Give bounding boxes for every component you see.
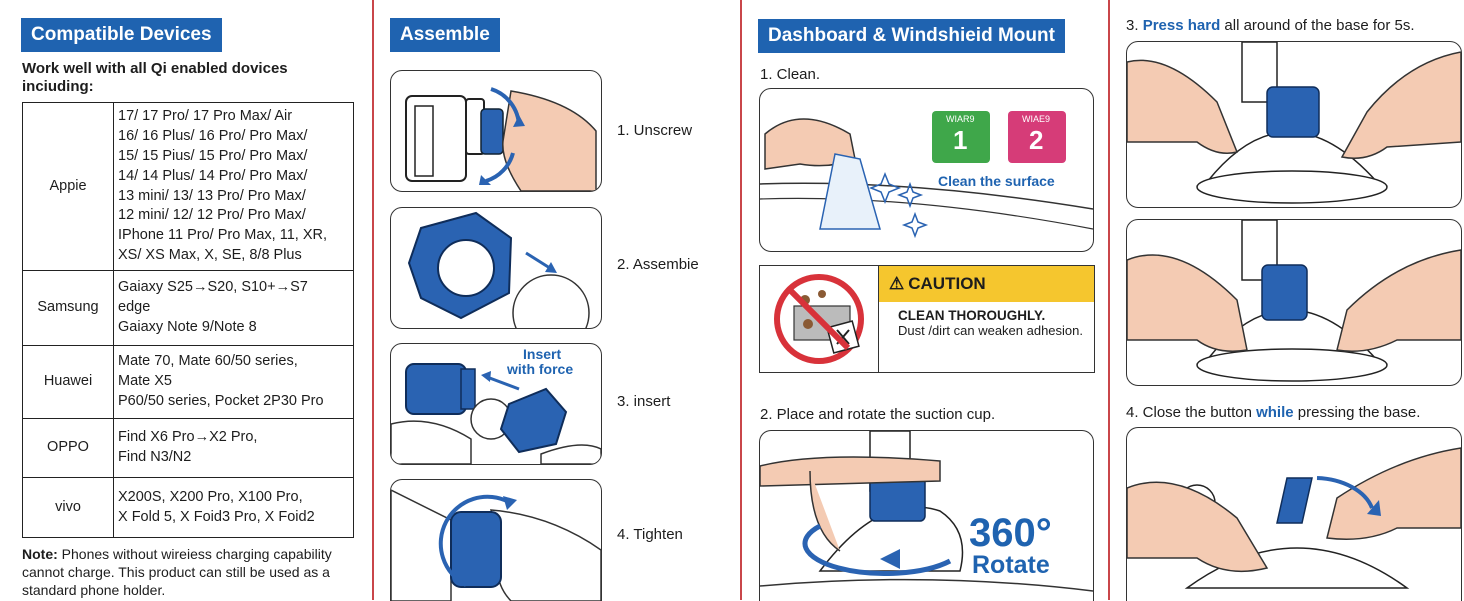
assemble-step: 1. Unscrew: [617, 122, 693, 139]
brand-cell: vivo: [22, 477, 114, 538]
insert-label-line: Insert: [523, 346, 562, 362]
model-line: 16/ 16 Plus/ 16 Pro/ Pro Max/: [118, 128, 308, 145]
model-line: XS/ XS Max, X, SE, 8/8 Plus: [118, 246, 302, 263]
caution-title: CAUTION: [908, 274, 986, 293]
rotate-degrees: 360°: [969, 511, 1052, 555]
model-line: 14/ 14 Plus/ 14 Pro/ Pro Max/: [118, 167, 308, 184]
model-line: 17/ 17 Pro/ 17 Pro Max/ Air: [118, 108, 293, 125]
model-line: IPhone 11 Pro/ Pro Max, 11, XR,: [118, 227, 328, 244]
step-3-prefix: 3.: [1126, 17, 1143, 34]
rotate-illustration: 360° Rotate: [759, 430, 1094, 601]
caution-band: ⚠CAUTION: [879, 266, 1094, 302]
press-illustration-3: [1126, 427, 1462, 601]
tighten-illustration: [390, 479, 602, 601]
wipe-2-title: WIAE9: [1022, 114, 1051, 124]
table-row: Samsung Gaiaxy S25→S20, S10+→S7 edge Gai…: [22, 270, 354, 346]
models-cell: Gaiaxy S25→S20, S10+→S7 edge Gaiaxy Note…: [113, 270, 354, 346]
model-line: Gaiaxy Note 9/Note 8: [118, 318, 257, 335]
step-4-emphasis: while: [1256, 404, 1294, 421]
warning-icon: ⚠: [889, 274, 905, 293]
model-line: Mate X5: [118, 373, 172, 390]
model-line: Gaiaxy S25→S20, S10+→S7: [118, 279, 308, 296]
insert-label-line: with force: [507, 361, 574, 377]
insert-illustration: [390, 343, 602, 465]
panel-divider: [740, 0, 742, 600]
wipe-1-number: 1: [953, 125, 968, 155]
assemble-step: 4. Tighten: [617, 526, 683, 543]
clean-illustration: WIAR9 1 WIAE9 2 Clean the surface: [759, 88, 1094, 252]
mount-step-1: 1. Clean.: [760, 66, 821, 83]
unscrew-illustration: [390, 70, 602, 192]
brand-cell: Samsung: [22, 270, 114, 346]
model-line: Find N3/N2: [118, 449, 192, 465]
table-row: Huawei Mate 70, Mate 60/50 series, Mate …: [22, 345, 354, 419]
rotate-word: Rotate: [972, 551, 1050, 579]
caution-bold: CLEAN THOROUGHLY.: [898, 308, 1046, 323]
note-body: Phones without wireiess charging capabil…: [22, 546, 332, 598]
note-label: Note:: [22, 546, 58, 562]
assemble-step: 3. insert: [617, 393, 671, 410]
step-3-suffix: all around of the base for 5s.: [1220, 17, 1415, 34]
panel-divider: [372, 0, 374, 600]
model-line: P60/50 series, Pocket 2P30 Pro: [118, 392, 324, 409]
model-line: Mate 70, Mate 60/50 series,: [118, 353, 298, 370]
model-line: 12 mini/ 12/ 12 Pro/ Pro Max/: [118, 207, 306, 224]
intro-line: inciuding:: [22, 78, 94, 95]
step-4-prefix: 4. Close the button: [1126, 404, 1257, 421]
compatible-devices-header: Compatible Devices: [21, 18, 222, 52]
panel-divider: [1108, 0, 1110, 600]
step-4-suffix: pressing the base.: [1293, 404, 1421, 421]
model-line: 15/ 15 Pius/ 15 Pro/ Pro Max/: [118, 147, 308, 164]
models-cell: X200S, X200 Pro, X100 Pro, X Fold 5, X F…: [113, 477, 354, 538]
note-text: Note: Phones without wireiess charging c…: [22, 545, 352, 599]
table-row: Appie 17/ 17 Pro/ 17 Pro Max/ Air 16/ 16…: [22, 102, 354, 271]
press-step-3: 3. Press hard all around of the base for…: [1126, 17, 1415, 34]
caution-body: CLEAN THOROUGHLY. Dust /dirt can weaken …: [898, 308, 1088, 338]
mount-header: Dashboard & Windshieid Mount: [758, 19, 1065, 53]
table-row: OPPO Find X6 Pro→X2 Pro, Find N3/N2: [22, 418, 354, 478]
models-cell: Mate 70, Mate 60/50 series, Mate X5 P60/…: [113, 345, 354, 419]
brand-cell: OPPO: [22, 418, 114, 478]
models-cell: Find X6 Pro→X2 Pro, Find N3/N2: [113, 418, 354, 478]
model-line: 13 mini/ 13/ 13 Pro/ Pro Max/: [118, 187, 306, 204]
press-illustration-2: [1126, 219, 1462, 386]
press-step-4: 4. Close the button while pressing the b…: [1126, 404, 1420, 421]
brand-cell: Appie: [22, 102, 114, 271]
model-line: X Fold 5, X Foid3 Pro, X Foid2: [118, 508, 315, 525]
intro-line: Work well with all Qi enabled dovices: [22, 60, 288, 77]
wipe-1-title: WIAR9: [946, 114, 975, 124]
step-3-emphasis: Press hard: [1142, 17, 1221, 34]
table-row: vivo X200S, X200 Pro, X100 Pro, X Fold 5…: [22, 477, 354, 538]
caution-box: ⚠CAUTION CLEAN THOROUGHLY. Dust /dirt ca…: [759, 265, 1095, 373]
compatible-intro: Work well with all Qi enabled dovices in…: [22, 60, 288, 96]
wipe-2-number: 2: [1029, 125, 1044, 155]
models-cell: 17/ 17 Pro/ 17 Pro Max/ Air 16/ 16 Plus/…: [113, 102, 354, 271]
model-line: X200S, X200 Pro, X100 Pro,: [118, 488, 303, 505]
assemble-header: Assemble: [390, 18, 500, 52]
caution-text: Dust /dirt can weaken adhesion.: [898, 323, 1083, 338]
model-line: Find X6 Pro→X2 Pro,: [118, 429, 258, 446]
press-illustration-1: [1126, 41, 1462, 208]
model-line: edge: [118, 299, 151, 316]
brand-cell: Huawei: [22, 345, 114, 419]
clean-surface-label: Clean the surface: [938, 173, 1055, 189]
mount-step-2: 2. Place and rotate the suction cup.: [760, 406, 996, 423]
assemble-step: 2. Assembie: [617, 256, 699, 273]
assemble-illustration: [390, 207, 602, 329]
no-dirt-icon: [760, 266, 879, 372]
device-table: Appie 17/ 17 Pro/ 17 Pro Max/ Air 16/ 16…: [22, 102, 354, 538]
